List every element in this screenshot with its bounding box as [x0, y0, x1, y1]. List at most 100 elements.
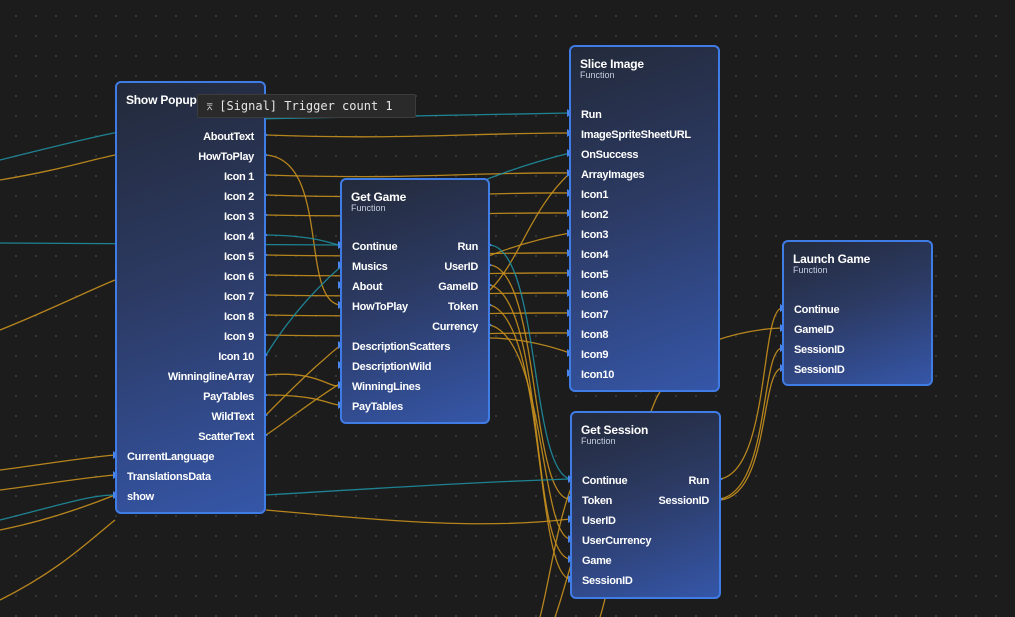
node-subtitle: Function	[580, 70, 615, 80]
signal-tooltip: ⌆ [Signal] Trigger count 1	[197, 94, 416, 118]
input-port-icon1[interactable]: Icon1	[581, 189, 609, 201]
connection-wire	[489, 304, 571, 580]
connection-wire	[489, 264, 571, 500]
node-subtitle: Function	[351, 203, 386, 213]
connection-wire	[0, 474, 116, 491]
input-port-musics[interactable]: Musics	[352, 261, 388, 273]
input-port-icon10[interactable]: Icon10	[581, 369, 615, 381]
output-port-abouttext[interactable]: AboutText	[203, 131, 254, 143]
connection-wire	[0, 154, 116, 181]
input-port-icon4[interactable]: Icon4	[581, 249, 609, 261]
node-title: Get Game	[351, 190, 407, 204]
output-port-icon-10[interactable]: Icon 10	[218, 351, 254, 363]
input-port-sessionid[interactable]: SessionID	[794, 364, 845, 376]
output-port-gameid[interactable]: GameID	[438, 281, 478, 293]
output-port-icon-1[interactable]: Icon 1	[224, 171, 254, 183]
node-title: Slice Image	[580, 57, 644, 71]
node-subtitle: Function	[581, 436, 616, 446]
connection-wire	[0, 519, 116, 601]
connection-wire	[265, 132, 571, 138]
input-port-icon7[interactable]: Icon7	[581, 309, 609, 321]
output-port-icon-5[interactable]: Icon 5	[224, 251, 254, 263]
connection-wire	[265, 478, 571, 496]
connection-wire	[0, 494, 116, 531]
connection-wire	[489, 244, 571, 480]
output-port-userid[interactable]: UserID	[444, 261, 478, 273]
input-port-icon5[interactable]: Icon5	[581, 269, 609, 281]
input-port-descriptionwild[interactable]: DescriptionWild	[352, 361, 432, 373]
input-port-game[interactable]: Game	[582, 555, 612, 567]
pin-icon: ⌆	[206, 99, 214, 113]
connection-wire	[0, 454, 116, 471]
output-port-howtoplay[interactable]: HowToPlay	[198, 151, 254, 163]
output-port-paytables[interactable]: PayTables	[203, 391, 254, 403]
input-port-continue[interactable]: Continue	[794, 304, 840, 316]
output-port-icon-7[interactable]: Icon 7	[224, 291, 254, 303]
input-port-about[interactable]: About	[352, 281, 383, 293]
input-port-winninglines[interactable]: WinningLines	[352, 381, 421, 393]
output-port-winninglinearray[interactable]: WinninglineArray	[167, 371, 254, 383]
input-port-icon9[interactable]: Icon9	[581, 349, 609, 361]
input-port-gameid[interactable]: GameID	[794, 324, 834, 336]
node-title: Launch Game	[793, 252, 871, 266]
input-port-translationsdata[interactable]: TranslationsData	[127, 471, 211, 483]
input-port-arrayimages[interactable]: ArrayImages	[581, 169, 645, 181]
output-port-icon-6[interactable]: Icon 6	[224, 271, 254, 283]
output-port-run[interactable]: Run	[457, 241, 479, 253]
output-port-icon-8[interactable]: Icon 8	[224, 311, 254, 323]
output-port-icon-2[interactable]: Icon 2	[224, 191, 254, 203]
connection-wire	[0, 112, 571, 161]
input-port-imagespritesheeturl[interactable]: ImageSpriteSheetURL	[581, 129, 691, 141]
connection-wire	[719, 347, 783, 500]
input-port-onsuccess[interactable]: OnSuccess	[581, 149, 639, 161]
input-port-howtoplay[interactable]: HowToPlay	[352, 301, 408, 313]
input-port-icon6[interactable]: Icon6	[581, 289, 609, 301]
connection-wire	[265, 509, 571, 525]
input-port-descriptionscatters[interactable]: DescriptionScatters	[352, 341, 451, 353]
output-port-scattertext[interactable]: ScatterText	[198, 431, 254, 443]
output-port-icon-9[interactable]: Icon 9	[224, 331, 254, 343]
connection-wire	[265, 234, 341, 246]
connection-wire	[265, 373, 341, 387]
output-port-icon-4[interactable]: Icon 4	[224, 231, 254, 243]
input-port-show[interactable]: show	[127, 491, 154, 503]
input-port-icon3[interactable]: Icon3	[581, 229, 609, 241]
connection-wire	[265, 154, 341, 306]
input-port-sessionid[interactable]: SessionID	[794, 344, 845, 356]
input-port-userid[interactable]: UserID	[582, 515, 616, 527]
connection-wire	[489, 284, 571, 560]
connection-wire	[719, 307, 783, 480]
output-port-wildtext[interactable]: WildText	[211, 411, 254, 423]
tooltip-text: [Signal] Trigger count 1	[219, 99, 393, 113]
connection-wire	[489, 324, 571, 540]
output-port-currency[interactable]: Currency	[432, 321, 478, 333]
connection-wire	[265, 172, 571, 178]
input-port-paytables[interactable]: PayTables	[352, 401, 403, 413]
input-port-usercurrency[interactable]: UserCurrency	[582, 535, 652, 547]
node-title: Get Session	[581, 423, 649, 437]
connection-wire	[0, 494, 116, 521]
output-port-run[interactable]: Run	[688, 475, 710, 487]
output-port-sessionid[interactable]: SessionID	[658, 495, 710, 507]
connection-wire	[265, 394, 341, 406]
output-port-icon-3[interactable]: Icon 3	[224, 211, 254, 223]
connection-wire	[719, 367, 783, 501]
input-port-continue[interactable]: Continue	[352, 241, 398, 253]
input-port-sessionid[interactable]: SessionID	[582, 575, 633, 587]
input-port-run[interactable]: Run	[581, 109, 602, 121]
node-title: Show Popup	[126, 93, 197, 107]
input-port-icon8[interactable]: Icon8	[581, 329, 609, 341]
output-port-token[interactable]: Token	[447, 301, 478, 313]
input-port-currentlanguage[interactable]: CurrentLanguage	[127, 451, 215, 463]
input-port-icon2[interactable]: Icon2	[581, 209, 609, 221]
connection-wire	[0, 279, 116, 331]
input-port-token[interactable]: Token	[582, 495, 613, 507]
connection-wire	[489, 172, 571, 291]
node-subtitle: Function	[793, 265, 828, 275]
input-port-continue[interactable]: Continue	[582, 475, 628, 487]
